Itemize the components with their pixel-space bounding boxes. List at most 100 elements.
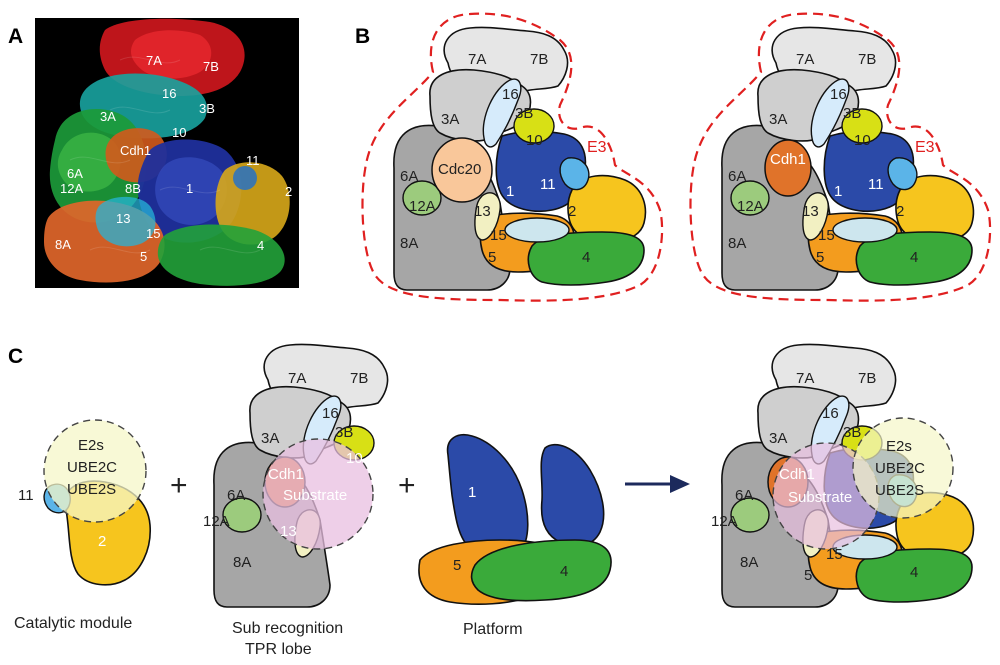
e3-label-right: E3 [915, 139, 935, 156]
label-15-b1: 15 [490, 227, 507, 244]
cdc20-subunit [431, 137, 493, 203]
caption-catalytic: Catalytic module [14, 615, 132, 632]
label-3a-b2: 3A [769, 111, 787, 128]
label-11-c1: 11 [18, 487, 34, 504]
label-7b-c4: 7B [858, 370, 876, 387]
label-6a-c4: 6A [735, 487, 753, 504]
label-13-c2: 13 [280, 523, 297, 540]
label-7a-c4: 7A [796, 370, 814, 387]
structure-label-11: 11 [246, 153, 260, 168]
label-6a-b1: 6A [400, 168, 418, 185]
catalytic-module [43, 419, 151, 586]
label-11-b1: 11 [540, 176, 556, 193]
label-16-c4: 16 [822, 405, 839, 422]
label-e2s-right: E2s [886, 438, 912, 455]
e3-boundary-right [689, 12, 992, 302]
structure-label-10: 10 [172, 125, 186, 140]
structure-label-12a: 12A [60, 181, 83, 196]
panel-c-letter: C [8, 345, 23, 368]
label-12a-b1: 12A [409, 198, 436, 215]
label-12a-b2: 12A [737, 198, 764, 215]
label-3a-b1: 3A [441, 111, 459, 128]
structure-label-1: 1 [186, 181, 193, 196]
structure-label-5: 5 [140, 249, 147, 264]
e3-boundary-left [361, 12, 664, 302]
label-7b-c2: 7B [350, 370, 368, 387]
structure-label-4: 4 [257, 238, 264, 253]
label-substrate-right: Substrate [788, 489, 852, 506]
label-13-b2: 13 [802, 203, 819, 220]
structure-label-2: 2 [285, 184, 292, 199]
label-1-c3: 1 [468, 484, 476, 501]
label-5-b2: 5 [816, 249, 824, 266]
structure-label-16: 16 [162, 86, 176, 101]
label-15-c4: 15 [826, 546, 843, 563]
plus-sign-2: + [398, 469, 416, 502]
label-cdh1: Cdh1 [770, 151, 806, 168]
label-6a-b2: 6A [728, 168, 746, 185]
panel-b-letter: B [355, 25, 370, 48]
structure-label-7a: 7A [146, 53, 162, 68]
label-3b-c2: 3B [335, 424, 353, 441]
catalytic-labels: E2s UBE2C UBE2S 11 2 Catalytic module [14, 437, 132, 632]
label-7a-c2: 7A [288, 370, 306, 387]
apc-structure-image [35, 18, 299, 288]
label-7a-b1: 7A [468, 51, 486, 68]
label-cdh1-c4: Cdh1 [779, 466, 815, 483]
label-5-c3: 5 [453, 557, 461, 574]
label-4-b2: 4 [910, 249, 918, 266]
cdh1-subunit [764, 139, 812, 197]
panel-a-letter: A [8, 25, 23, 48]
label-3b-b1: 3B [515, 105, 533, 122]
label-4-c3: 4 [560, 563, 568, 580]
caption-sub-recognition-1: Sub recognition [232, 620, 343, 637]
assembled-labels: 7A 7B 16 3A 3B Cdh1 Substrate E2s UBE2C … [711, 370, 925, 584]
assembly-arrow [625, 475, 690, 493]
label-7b-b2: 7B [858, 51, 876, 68]
structure-label-13: 13 [116, 211, 130, 226]
label-12a-c2: 12A [203, 513, 230, 530]
substrate-circle-middle [262, 438, 374, 550]
label-8a-c4: 8A [740, 554, 758, 571]
label-ube2c-right: UBE2C [875, 460, 925, 477]
label-2-b2: 2 [896, 203, 904, 220]
label-3a-c4: 3A [769, 430, 787, 447]
label-ube2c-left: UBE2C [67, 459, 117, 476]
structure-label-7b: 7B [203, 59, 219, 74]
label-5-c4: 5 [804, 567, 812, 584]
label-ube2s-right: UBE2S [875, 482, 924, 499]
e2s-circle-left [43, 419, 147, 523]
label-10-b2: 10 [854, 132, 871, 149]
caption-sub-recognition-2: TPR lobe [245, 641, 312, 658]
label-12a-c4: 12A [711, 513, 738, 530]
e3-label-left: E3 [587, 139, 607, 156]
structure-label-6a: 6A [67, 166, 83, 181]
label-4-c4: 4 [910, 564, 918, 581]
label-3b-b2: 3B [843, 105, 861, 122]
label-10-c2: 10 [346, 450, 363, 467]
label-10-b1: 10 [526, 132, 543, 149]
label-7b-b1: 7B [530, 51, 548, 68]
label-8a-b2: 8A [728, 235, 746, 252]
label-6a-c2: 6A [227, 487, 245, 504]
label-8a-b1: 8A [400, 235, 418, 252]
structure-labels: 7A 7B 16 3A 3B 10 Cdh1 11 6A 12A 8B 1 2 … [55, 53, 292, 264]
e2s-circle-right [852, 417, 954, 519]
apc-cdh1-diagram [689, 12, 992, 302]
structure-label-3a: 3A [100, 109, 116, 124]
label-11-b2: 11 [868, 176, 884, 193]
label-16-b1: 16 [502, 86, 519, 103]
structure-label-cdh1: Cdh1 [120, 143, 151, 158]
label-1-b2: 1 [834, 183, 842, 200]
caption-platform: Platform [463, 621, 523, 638]
plus-sign-1: + [170, 469, 188, 502]
label-cdh1-c2: Cdh1 [268, 466, 304, 483]
platform-labels: 1 5 4 Platform [453, 484, 568, 638]
tpr-lobe-module [213, 343, 389, 608]
assembled-complex [721, 343, 975, 608]
structure-label-3b: 3B [199, 101, 215, 116]
label-substrate-middle: Substrate [283, 487, 347, 504]
platform-module [418, 434, 612, 605]
label-15-b2: 15 [818, 227, 835, 244]
